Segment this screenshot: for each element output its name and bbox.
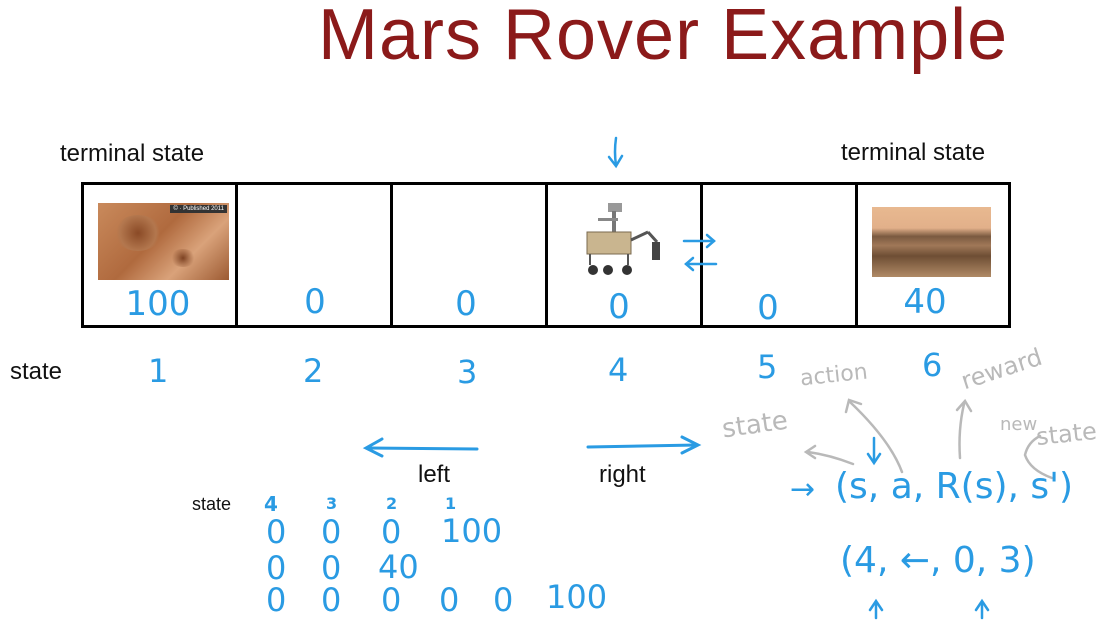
annotation-reward: reward <box>957 342 1046 396</box>
annotation-action: action <box>798 359 869 392</box>
terminal-state-right-label: terminal state <box>841 139 986 166</box>
state-number-6: 6 <box>922 346 943 384</box>
reward-state-2: 0 <box>304 282 326 322</box>
returns-row-1-col-4: 100 <box>441 512 503 550</box>
returns-header-1: 1 <box>445 494 457 513</box>
left-arrow-icon <box>362 437 479 458</box>
returns-header-4: 4 <box>264 492 278 516</box>
returns-row-1-col-3: 0 <box>381 513 402 551</box>
tuple-pointer-arrow: → <box>790 472 816 507</box>
left-action-label: left <box>418 461 451 488</box>
terminal-state-left-label: terminal state <box>60 140 205 167</box>
sars-tuple: (s, a, R(s), s') <box>835 466 1074 507</box>
image-caption: © · Published 2011 <box>170 205 227 213</box>
annotation-state: state <box>720 405 790 445</box>
returns-row-1-col-1: 0 <box>266 513 287 551</box>
returns-row-3-col-5: 0 <box>493 581 514 619</box>
state-number-2: 2 <box>303 352 324 390</box>
returns-state-label: state <box>192 494 232 514</box>
reward-state-1: 100 <box>125 284 191 324</box>
reward-state-6: 40 <box>903 282 947 322</box>
state-number-1: 1 <box>148 352 169 390</box>
returns-row-3-col-2: 0 <box>321 581 342 619</box>
right-action-label: right <box>599 461 646 488</box>
state-number-5: 5 <box>757 348 778 386</box>
returns-header-3: 3 <box>326 494 338 513</box>
annotation-new-state: state <box>1034 416 1099 452</box>
returns-row-1-col-2: 0 <box>321 513 342 551</box>
mars-crater-image: © · Published 2011 <box>98 203 229 280</box>
returns-row-3-col-6: 100 <box>546 578 608 616</box>
state-number-4: 4 <box>608 351 629 389</box>
tuple-arrows <box>866 436 990 620</box>
returns-row-2-col-2: 0 <box>321 549 342 587</box>
right-arrow-icon <box>586 435 702 455</box>
state-number-3: 3 <box>457 353 478 391</box>
mars-landscape-image <box>872 207 991 277</box>
returns-row-3-col-1: 0 <box>266 581 287 619</box>
page-title: Mars Rover Example <box>318 0 1009 75</box>
state-row-label: state <box>10 358 63 385</box>
example-tuple: (4, ←, 0, 3) <box>840 540 1036 581</box>
returns-row-2-col-1: 0 <box>266 549 287 587</box>
reward-state-5: 0 <box>757 288 779 328</box>
returns-row-3-col-3: 0 <box>381 581 402 619</box>
returns-header-2: 2 <box>386 494 398 513</box>
reward-state-4: 0 <box>608 287 630 327</box>
returns-row-2-col-3: 40 <box>378 548 419 586</box>
cell-state-6 <box>855 182 1011 328</box>
reward-state-3: 0 <box>455 284 477 324</box>
annotation-new: new <box>1000 414 1038 435</box>
returns-row-3-col-4: 0 <box>439 581 460 619</box>
current-state-arrow-icon <box>607 136 624 169</box>
